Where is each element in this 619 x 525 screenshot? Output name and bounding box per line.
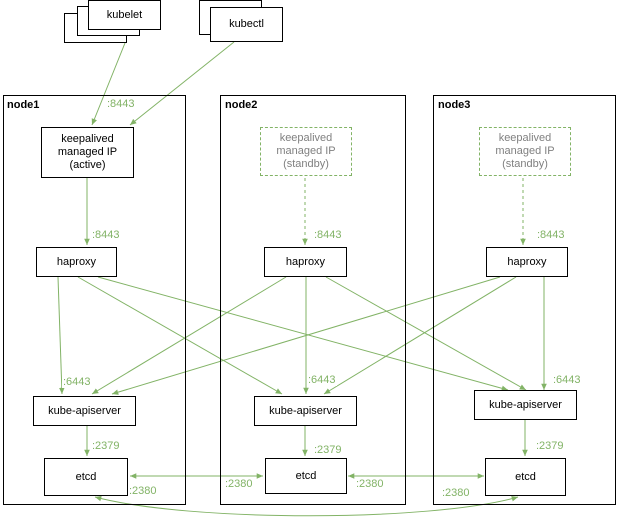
node3-etcd-client-port: :2379 xyxy=(535,440,565,452)
node3-apiserver-box: kube-apiserver xyxy=(474,390,577,420)
node2-apiserver-box: kube-apiserver xyxy=(254,396,357,426)
node3-vip-line1: keepalived xyxy=(498,132,552,144)
edge-kubelet-vip xyxy=(91,42,126,126)
node3-vip-line2: managed IP xyxy=(495,145,555,157)
node1-vip-port: :8443 xyxy=(106,98,136,110)
peer-port-node3: :2380 xyxy=(441,487,471,499)
node2-vip-line2: managed IP xyxy=(276,145,336,157)
node3-title: node3 xyxy=(438,99,471,111)
edge-haproxy2-api3 xyxy=(325,276,527,391)
node1-haproxy-box: haproxy xyxy=(36,247,117,277)
peer-port-node2-node3: :2380 xyxy=(355,478,385,490)
edge-haproxy3-api2 xyxy=(323,276,517,395)
node1-vip-box: keepalived managed IP (active) xyxy=(41,127,134,178)
node1-frame xyxy=(3,95,186,505)
node1-etcd-peer-port: :2380 xyxy=(128,485,158,497)
kubelet-box: kubelet xyxy=(88,0,161,30)
node1-etcd-box: etcd xyxy=(44,458,128,496)
edge-haproxy1-api2 xyxy=(77,276,283,395)
edge-haproxy3-api1 xyxy=(111,276,501,395)
node1-apiserver-port: :6443 xyxy=(62,376,92,388)
node2-etcd-box: etcd xyxy=(265,458,347,494)
node1-vip-line3: (active) xyxy=(69,159,106,171)
node2-vip-line1: keepalived xyxy=(279,132,333,144)
node2-haproxy-port: :8443 xyxy=(313,229,343,241)
node2-vip-line3: (standby) xyxy=(283,158,329,170)
node3-haproxy-box: haproxy xyxy=(486,247,568,277)
node3-frame xyxy=(433,95,616,505)
node3-vip-line3: (standby) xyxy=(502,158,548,170)
node2-apiserver-port: :6443 xyxy=(307,374,337,386)
node2-vip-box: keepalived managed IP (standby) xyxy=(260,127,352,176)
node2-frame xyxy=(220,95,406,505)
edge-haproxy1-api3 xyxy=(97,276,509,392)
node1-haproxy-port: :8443 xyxy=(91,229,121,241)
node1-etcd-client-port: :2379 xyxy=(91,440,121,452)
edge-haproxy1-api1 xyxy=(57,276,65,395)
node2-etcd-client-port: :2379 xyxy=(313,444,343,456)
node3-etcd-box: etcd xyxy=(485,458,566,496)
peer-port-node1-node2: :2380 xyxy=(224,478,254,490)
node1-vip-line1: keepalived xyxy=(61,133,114,145)
node1-title: node1 xyxy=(7,99,40,111)
node1-vip-line2: managed IP xyxy=(57,146,118,158)
edge-haproxy2-api1 xyxy=(91,276,287,395)
node2-title: node2 xyxy=(225,99,258,111)
node2-haproxy-box: haproxy xyxy=(264,247,347,277)
edge-kubectl-vip xyxy=(129,41,235,126)
node3-vip-box: keepalived managed IP (standby) xyxy=(479,127,571,176)
edge-etcd1-etcd3 xyxy=(94,495,519,517)
node3-apiserver-port: :6443 xyxy=(552,374,582,386)
node3-haproxy-port: :8443 xyxy=(536,229,566,241)
kubectl-box: kubectl xyxy=(210,7,283,42)
node1-apiserver-box: kube-apiserver xyxy=(33,396,136,426)
